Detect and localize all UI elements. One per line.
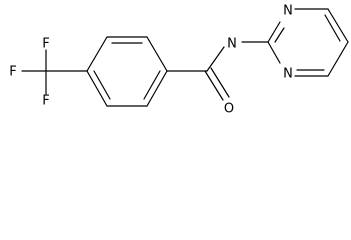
atom-f-left: F <box>9 65 16 80</box>
benzene-bond-1 <box>86 36 108 72</box>
benzene-ring <box>86 36 168 107</box>
bond-carbonyl-oxygen-1 <box>204 70 224 101</box>
pyrimidine-ring: N N <box>267 4 349 82</box>
benzene-bond-3 <box>146 36 168 72</box>
atom-ring-nitrogen-top: N <box>283 4 293 19</box>
trifluoromethyl-benzamide-pyrimidine-structure: F F F O N N N <box>9 4 349 117</box>
atom-f-top: F <box>42 37 49 52</box>
atom-f-bottom: F <box>42 94 49 109</box>
trifluoromethyl-group: F F F <box>9 37 88 109</box>
benzene-bond-6 <box>86 70 108 107</box>
pyrimidine-double-bond-1 <box>274 27 285 43</box>
benzene-bond-4 <box>146 70 168 107</box>
atom-amide-nitrogen: N <box>227 37 237 52</box>
pyrimidine-bond-1 <box>267 21 281 43</box>
benzene-double-bond-left <box>93 70 111 100</box>
pyrimidine-bond-3 <box>327 8 349 43</box>
pyrimidine-double-bond-2 <box>324 14 341 42</box>
benzene-double-bond-right <box>143 70 161 100</box>
bond-carbonyl-nitrogen <box>206 46 225 72</box>
bond-carbonyl-oxygen-2 <box>210 67 230 98</box>
pyrimidine-bond-4 <box>327 41 349 77</box>
atom-amide-oxygen: O <box>224 102 234 117</box>
amide-group: O N <box>166 37 269 117</box>
atom-ring-nitrogen-bottom: N <box>283 67 293 82</box>
pyrimidine-bond-6 <box>267 41 281 64</box>
